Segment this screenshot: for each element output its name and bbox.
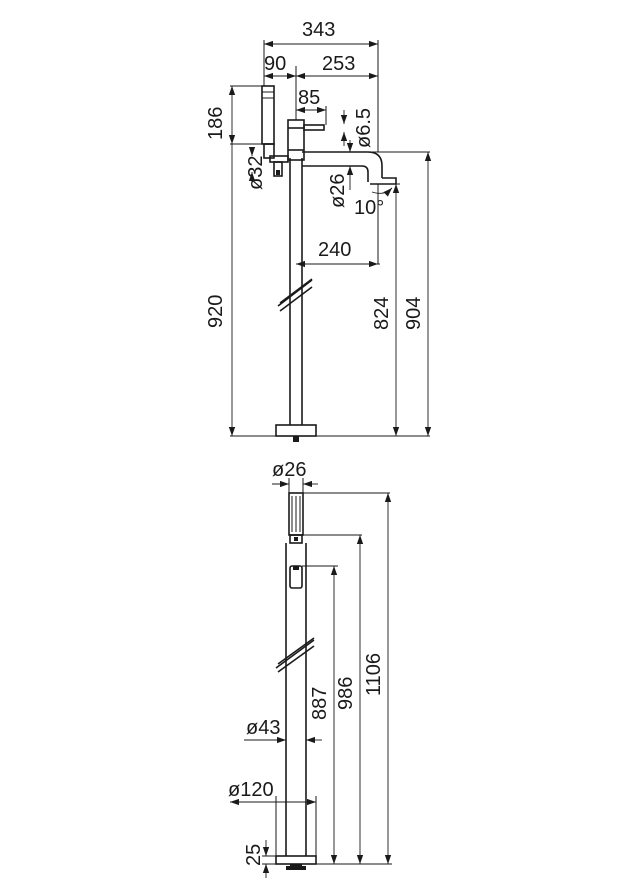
side-dimension-lines	[228, 40, 432, 436]
front-base	[275, 855, 317, 870]
label-986: 986	[335, 677, 357, 710]
label-25: 25	[243, 844, 265, 866]
front-extension-lines	[262, 478, 392, 865]
label-186: 186	[205, 107, 227, 140]
side-view: 343 90 253 85 ø6.5 186 ø32 ø26 10° 240 9…	[205, 19, 432, 442]
side-mixer-body	[287, 119, 325, 161]
side-base	[275, 424, 317, 442]
label-6-5: ø6.5	[353, 108, 375, 148]
front-dimension-lines	[230, 480, 392, 878]
label-32: ø32	[245, 156, 267, 190]
label-920: 920	[205, 295, 227, 328]
front-view: ø26 ø43 ø120 25 887 986 1106	[228, 459, 392, 878]
label-887: 887	[309, 687, 331, 720]
label-824: 824	[371, 297, 393, 330]
label-90: 90	[264, 53, 286, 75]
side-extension-lines	[230, 40, 430, 437]
label-904: 904	[403, 297, 425, 330]
label-1106: 1106	[363, 653, 385, 696]
label-343: 343	[302, 19, 335, 41]
side-spout	[302, 151, 397, 185]
label-120: ø120	[228, 779, 274, 801]
label-26-front: ø26	[272, 459, 306, 481]
front-handshower	[288, 492, 304, 544]
label-240: 240	[318, 239, 351, 261]
front-labels: ø26 ø43 ø120 25 887 986 1106	[228, 459, 385, 866]
side-handshower	[261, 85, 289, 177]
label-43: ø43	[246, 717, 280, 739]
side-column	[277, 158, 313, 425]
label-85: 85	[298, 87, 320, 109]
label-253: 253	[322, 53, 355, 75]
side-labels: 343 90 253 85 ø6.5 186 ø32 ø26 10° 240 9…	[205, 19, 425, 330]
label-10-angle: 10°	[354, 197, 384, 219]
label-26-side: ø26	[327, 174, 349, 208]
dim-10-angle-arc	[371, 187, 393, 197]
